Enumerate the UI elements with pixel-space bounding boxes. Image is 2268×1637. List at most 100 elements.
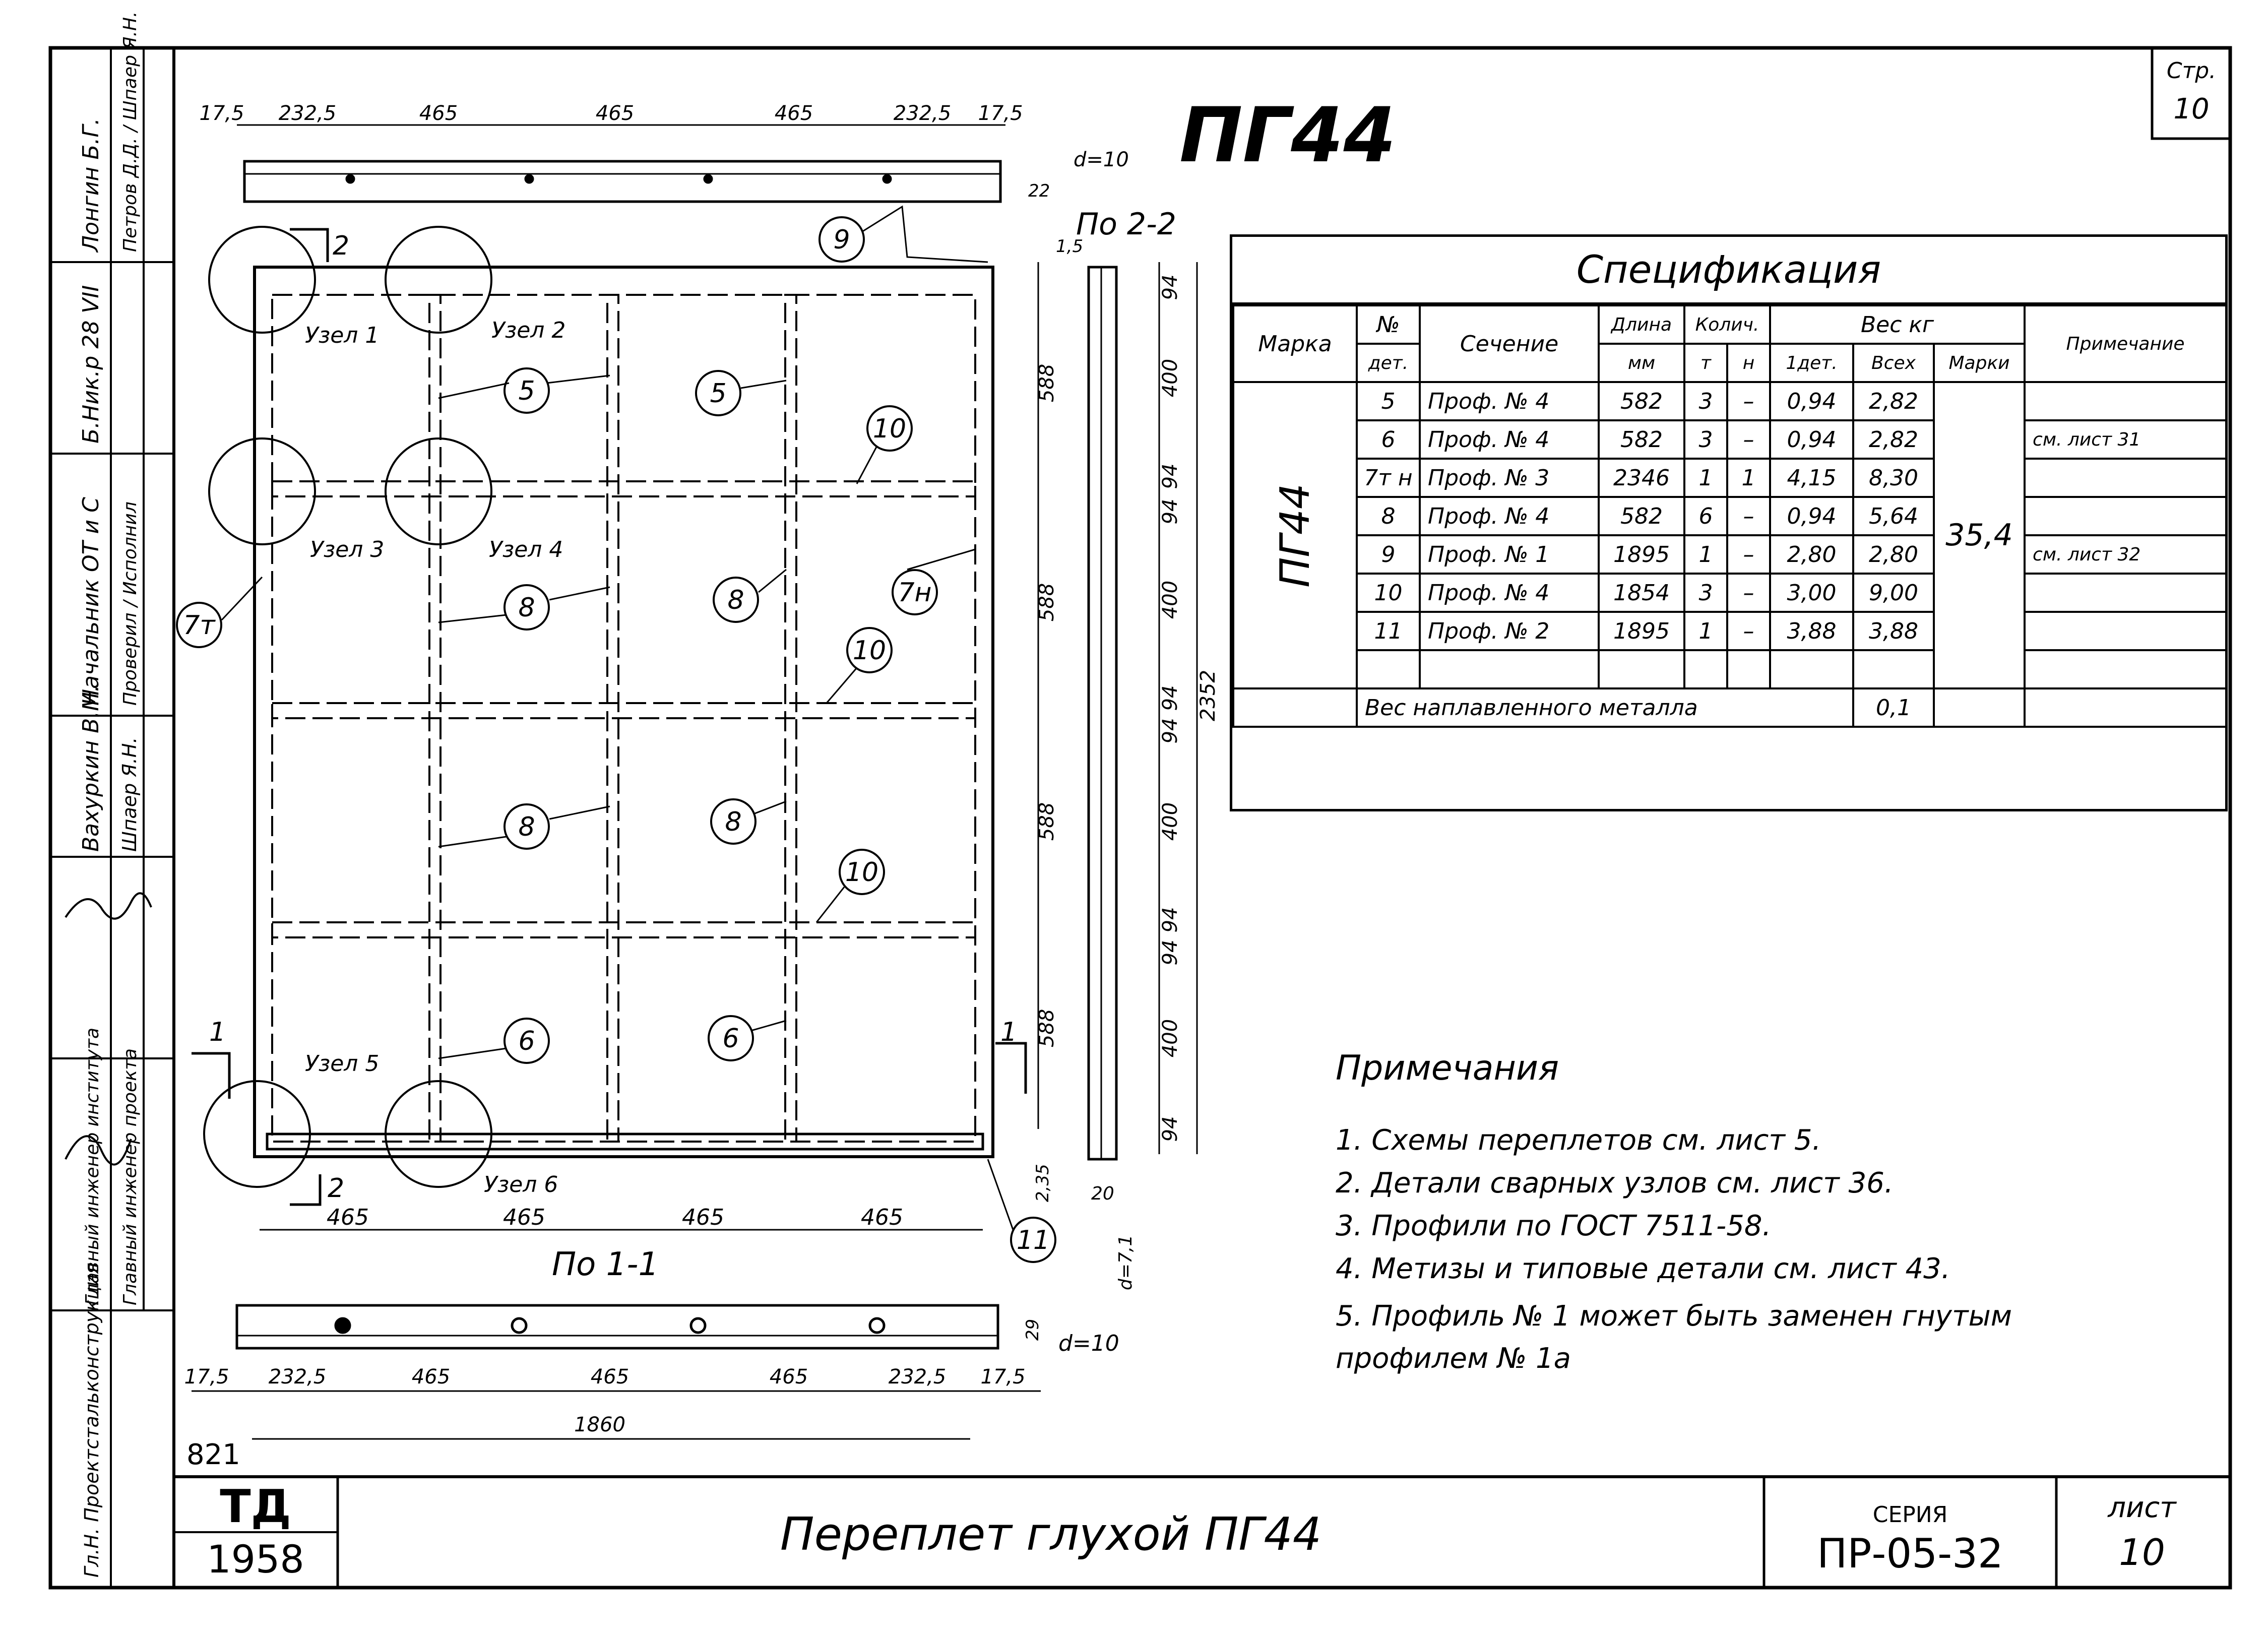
callout-bubble	[503, 367, 550, 414]
leader-line	[826, 667, 858, 704]
header-detail-no: №	[1356, 304, 1421, 345]
header-count: Колич.	[1683, 304, 1772, 345]
callout-number: 8	[727, 585, 744, 615]
cell-no: 7т н	[1356, 458, 1421, 498]
spec-mark-weight: 35,4	[1933, 381, 2026, 689]
frame-elevation	[203, 226, 994, 1188]
dim-bottom: 465	[591, 1365, 629, 1389]
cell-section: Проф. № 4	[1419, 496, 1600, 536]
bolt	[689, 1317, 707, 1334]
dim-side: 94	[1159, 1116, 1182, 1142]
table-row: 6 Проф. № 4 582 3 – 0,94 2,82 см. лист 3…	[1233, 419, 2228, 460]
spec-mark: ПГ44	[1232, 381, 1358, 689]
transom	[271, 480, 976, 497]
cell-t: 3	[1683, 573, 1728, 613]
cell-no: 10	[1356, 573, 1421, 613]
node-circle	[385, 226, 492, 334]
cell-n: –	[1726, 419, 1772, 460]
dim-bottom-inner: 465	[861, 1205, 903, 1230]
callout-number: 6	[722, 1024, 739, 1054]
small-dim: 2,35	[1033, 1164, 1053, 1202]
cut-arrow	[192, 1052, 231, 1099]
top-profile	[243, 160, 1002, 203]
cell-section: Проф. № 1	[1419, 534, 1600, 575]
cell-length: 1895	[1598, 534, 1685, 575]
cell-section: Проф. № 4	[1419, 381, 1600, 421]
callout-number: 5	[518, 376, 535, 406]
thickness-bottom: d=10	[1058, 1331, 1119, 1356]
corner-number: 10	[2173, 93, 2209, 125]
bolt	[882, 174, 892, 184]
note-item: 4. Метизы и типовые детали см. лист 43.	[1336, 1252, 1950, 1285]
weld-value: 0,1	[1852, 687, 1935, 728]
leader-line	[546, 374, 610, 384]
cell-all: 2,82	[1852, 419, 1935, 460]
header-weight-mark: Марки	[1933, 343, 2026, 383]
callout-number: 8	[725, 807, 741, 837]
stamp-text: Начальник ОТ и С	[78, 497, 104, 706]
corner-label: Стр.	[2167, 58, 2216, 84]
callout-number: 8	[518, 812, 535, 842]
cell-length: 582	[1598, 496, 1685, 536]
cell-length: 2346	[1598, 458, 1685, 498]
callout-bubble	[503, 803, 550, 850]
cell-empty	[1769, 649, 1855, 689]
node-circle	[385, 1080, 492, 1188]
callout-number: 10	[845, 857, 878, 888]
transom	[271, 702, 976, 719]
cell-n: –	[1726, 573, 1772, 613]
dim-top: 465	[419, 102, 458, 125]
cell-n: –	[1726, 381, 1772, 421]
table-row: Вес наплавленного металла 0,1	[1232, 687, 2228, 728]
callout-bubble	[713, 577, 759, 623]
thickness-side: d=7,1	[1115, 1235, 1136, 1290]
dim-side: 400	[1159, 359, 1182, 397]
small-dim: 1,5	[1056, 236, 1083, 257]
stamp-text: Гл.Н. Проектстальконструкция	[81, 1263, 103, 1578]
bolt	[334, 1317, 351, 1334]
dim-side-outer: 588	[1035, 583, 1058, 621]
cut-arrow	[995, 1042, 1027, 1094]
cell-all: 2,82	[1852, 381, 1935, 421]
cell-one: 0,94	[1769, 419, 1855, 460]
header-weight: Вес кг	[1769, 304, 2026, 345]
cell-empty	[1933, 687, 2026, 728]
cut-mark: 1	[209, 1017, 226, 1047]
callout-bubble	[176, 602, 222, 648]
cut-arrow	[290, 1174, 322, 1206]
cell-no: 5	[1356, 381, 1421, 421]
callout-bubble	[503, 584, 550, 631]
stamp-text: Шпаер Я.Н.	[118, 737, 141, 852]
leader-line	[549, 805, 610, 820]
cell-all: 8,30	[1852, 458, 1935, 498]
callout-bubble	[866, 405, 913, 452]
dim-bottom: 17,5	[184, 1365, 229, 1389]
cell-length: 1895	[1598, 611, 1685, 651]
header-note: Примечание	[2024, 304, 2228, 383]
small-dim: 29	[1023, 1319, 1043, 1341]
cut-mark: 2	[328, 1173, 344, 1204]
callout-bubble	[839, 849, 885, 895]
dim-top: 17,5	[978, 102, 1023, 125]
table-row: 8 Проф. № 4 582 6 – 0,94 5,64	[1233, 496, 2228, 536]
cell-length: 582	[1598, 381, 1685, 421]
node-label: Узел 6	[484, 1172, 558, 1198]
dim-side: 94	[1159, 718, 1182, 744]
thickness-top: d=10	[1074, 148, 1129, 171]
table-row: ПГ44 5 Проф. № 4 582 3 – 0,94 2,82 35,4	[1232, 381, 2228, 689]
cell-one: 4,15	[1769, 458, 1855, 498]
cell-no: 11	[1356, 611, 1421, 651]
node-label: Узел 2	[491, 318, 565, 343]
dim-side: 94	[1159, 275, 1182, 300]
table-row	[1233, 649, 2228, 689]
leader-line	[438, 836, 507, 848]
note-item: 2. Детали сварных узлов см. лист 36.	[1336, 1167, 1894, 1200]
cell-n: –	[1726, 611, 1772, 651]
dim-bottom: 465	[412, 1365, 450, 1389]
callout-bubble	[892, 569, 938, 615]
section-2-label: По 2-2	[1076, 207, 1176, 242]
dim-side: 94	[1159, 499, 1182, 525]
header-weight-one: 1дет.	[1769, 343, 1855, 383]
leader-line	[438, 1047, 507, 1059]
leader-line	[438, 614, 507, 623]
